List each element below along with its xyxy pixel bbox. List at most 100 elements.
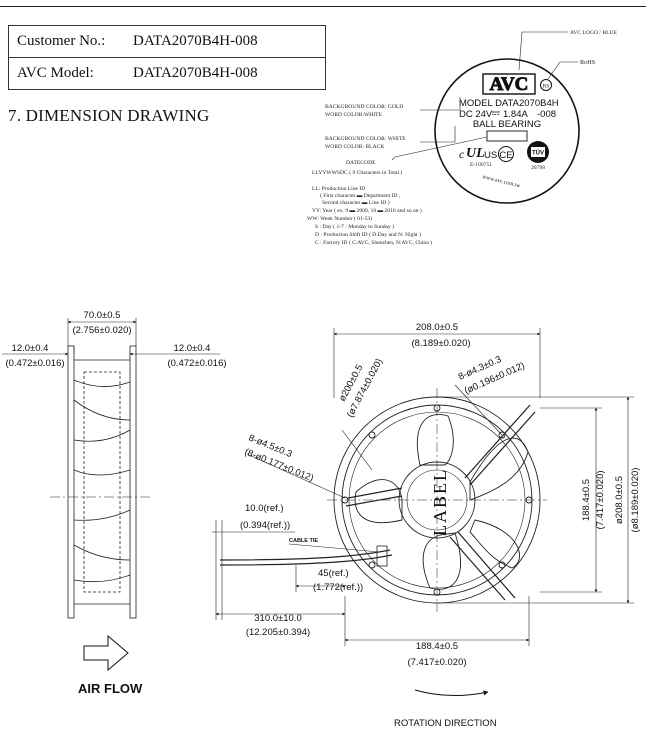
leader-logo <box>518 31 568 71</box>
spoke <box>469 411 536 486</box>
sticker-suffix: -008 <box>537 109 556 120</box>
width-mm: 208.0±0.5 <box>416 322 458 333</box>
fan-blade <box>422 532 461 590</box>
top-rule <box>0 6 646 7</box>
fan-blade <box>469 437 529 501</box>
hub-label-text: LABEL <box>430 468 450 536</box>
mount-hole <box>368 561 376 569</box>
air-flow-arrow-icon <box>83 634 129 672</box>
spoke <box>457 531 516 599</box>
rohs-mark: RS <box>543 84 550 90</box>
legend-line: WW: Week Number ( 01-53) <box>307 215 372 222</box>
mount-hole <box>498 561 506 569</box>
legend-line: LL: Production Line ID <box>312 186 365 192</box>
callout-logo-color: AVC LOGO / BLUE <box>570 30 618 36</box>
rohs-icon <box>540 79 552 91</box>
ul-c: c <box>459 147 465 161</box>
flange-left-mm: 12.0±0.4 <box>12 343 49 354</box>
model-row: AVC Model: DATA2070B4H-008 <box>8 57 326 90</box>
side-blade-curve <box>73 399 131 421</box>
lead-wire <box>219 549 391 561</box>
side-blade-curve <box>73 469 131 476</box>
legend-line: D : Production Shift ID ( D:Day and N: N… <box>315 231 421 238</box>
fan-blade <box>469 519 521 569</box>
callout-datecode: DATECODE <box>346 160 376 166</box>
rotation-label: ROTATION DIRECTION <box>394 718 497 729</box>
ul-number: E-109751 <box>470 162 492 168</box>
product-label-sticker: AVC RS MODEL DATA2070B4H DC 24V 1.84A -0… <box>434 58 580 204</box>
spoke <box>449 536 506 601</box>
ul-mark-icon: c UL US E-109751 <box>459 146 497 168</box>
side-blade-curve <box>73 544 131 561</box>
cable-tie-label: CABLE TIE <box>289 538 318 544</box>
flange-right-in: (0.472±0.016) <box>167 358 226 369</box>
datecode-box <box>486 130 528 142</box>
avc-logo-box <box>482 73 536 95</box>
side-flange-left <box>67 345 75 619</box>
leader-rohs <box>547 61 578 80</box>
sticker-model: MODEL DATA2070B4H <box>459 98 559 109</box>
vert-inner-mm: 188.4±0.5 <box>581 479 592 521</box>
ul-us: US <box>484 150 497 161</box>
tuv-mark-icon: TÜV 20798 <box>527 141 549 171</box>
fan-blade <box>354 479 403 524</box>
info-table: Customer No.: DATA2070B4H-008 AVC Model:… <box>8 25 326 90</box>
sticker-current: 1.84A <box>503 109 528 120</box>
lead-wire <box>219 554 393 566</box>
customer-value: DATA2070B4H-008 <box>123 25 326 58</box>
fan-blade <box>416 414 454 466</box>
callout-leaders <box>391 31 578 161</box>
spoke <box>464 404 531 479</box>
ref10-mm: 10.0(ref.) <box>245 503 284 514</box>
side-blade-curve <box>73 379 131 387</box>
cable-length-in: (12.205±0.394) <box>246 627 310 638</box>
bottom-mm: 188.4±0.5 <box>416 641 458 652</box>
side-flange-right <box>129 345 137 619</box>
leader-hole-big <box>246 453 346 499</box>
bottom-in: (7.417±0.020) <box>407 657 466 668</box>
cable-length-mm: 310.0±10.0 <box>254 613 301 624</box>
legend-line: ( First character ▬ Department ID , <box>320 192 401 199</box>
mount-hole <box>368 431 376 439</box>
leader-cable-tie <box>288 543 381 553</box>
customer-row: Customer No.: DATA2070B4H-008 <box>8 25 326 58</box>
rotation-arrow-icon <box>414 689 489 697</box>
ce-mark: CE <box>499 150 512 161</box>
flange-left-in: (0.472±0.016) <box>5 358 64 369</box>
tuv-number: 20798 <box>531 165 545 171</box>
legend-line: YY: Year ( ex. 9 ▬ 2009, 10 ▬ 2010 and s… <box>312 207 422 214</box>
side-dimension-lines <box>2 318 220 356</box>
flange-right-mm: 12.0±0.4 <box>174 343 211 354</box>
spoke <box>347 487 403 499</box>
air-flow-label: AIR FLOW <box>78 681 143 696</box>
cable-tie <box>376 545 388 567</box>
leader-hole-small <box>454 384 503 436</box>
callout-datecode-format: LLYYWWSDC ( 9 Characters in Total ) <box>312 169 402 176</box>
datecode-legend: LL: Production Line ID ( First character… <box>307 186 432 246</box>
ref10-in: (0.394(ref.)) <box>240 520 290 531</box>
side-blade-curve <box>73 429 131 442</box>
customer-label: Customer No.: <box>8 25 123 58</box>
section-title: 7. DIMENSION DRAWING <box>8 106 210 125</box>
spoke <box>345 495 403 507</box>
mount-hole <box>498 431 506 439</box>
callout-word-black: WORD COLOR: BLACK <box>325 144 384 150</box>
vert-outer-mm: ø208.0±0.5 <box>614 476 625 524</box>
ref45-in: (1.772(ref.)) <box>313 582 363 593</box>
tuv-inner <box>531 147 545 157</box>
callout-bg-gold: BACKGROUND COLOR: GOLD <box>325 104 403 110</box>
side-blade-curve <box>73 574 131 583</box>
model-value: DATA2070B4H-008 <box>123 57 326 90</box>
callout-bg-white: BACKGROUND COLOR: WHITE <box>325 136 406 142</box>
leader-datecode <box>391 136 488 161</box>
avc-logo: AVC <box>490 74 529 95</box>
ref45-mm: 45(ref.) <box>318 568 349 579</box>
ul-letters: UL <box>466 146 485 161</box>
width-in: (8.189±0.020) <box>411 338 470 349</box>
leader-gold <box>420 97 461 111</box>
legend-line: S : Day ( 1-7 : Monday to Sunday ) <box>315 223 394 230</box>
legend-line: Second character ▬ Line ID ) <box>322 199 390 206</box>
model-label: AVC Model: <box>8 57 123 90</box>
vert-outer-in: (ø8.189±0.020) <box>630 468 641 533</box>
